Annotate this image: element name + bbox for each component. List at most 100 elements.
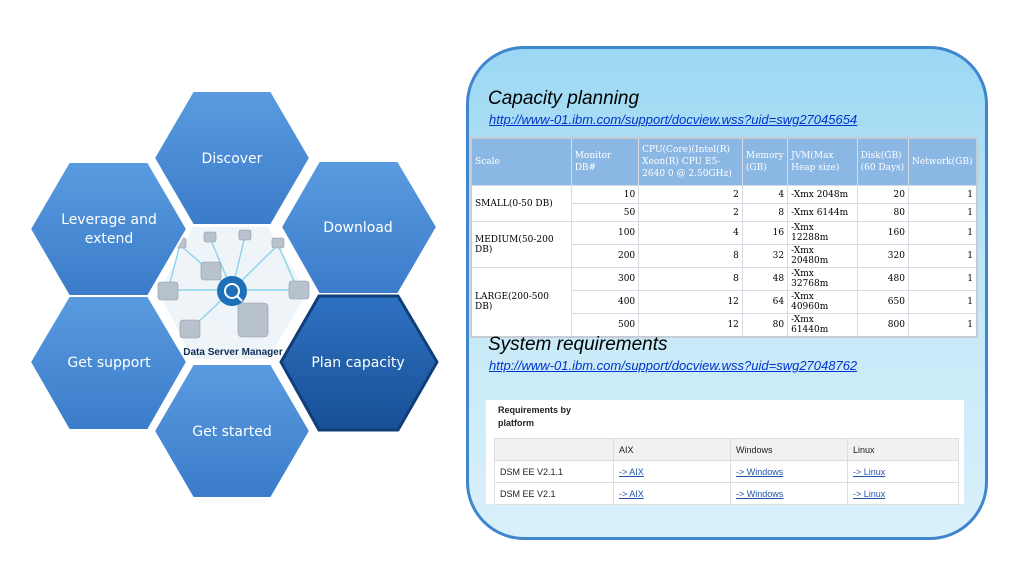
linux-cell: -> Linux (847, 460, 959, 483)
memory-cell: 8 (741, 203, 789, 222)
jvm-cell: -Xmx 12288m (787, 221, 858, 245)
system-requirements-link[interactable]: http://www-01.ibm.com/support/docview.ws… (489, 358, 858, 373)
network-cell: 1 (907, 313, 978, 338)
hex-get-support-label: Get support (67, 355, 151, 371)
aix-link[interactable]: -> AIX (619, 488, 644, 499)
hex-leverage-label-line2: extend (85, 231, 134, 247)
table-row: MEDIUM(50-200 DB) 100 4 16 -Xmx 12288m 1… (470, 221, 978, 268)
req-header-product (494, 438, 614, 461)
table-row: LARGE(200-500 DB) 300 8 48 -Xmx 32768m 4… (470, 267, 978, 338)
linux-link[interactable]: -> Linux (853, 466, 886, 477)
scale-cell: SMALL(0-50 DB) (470, 185, 572, 222)
windows-cell: -> Windows (730, 482, 848, 505)
requirements-header-row: AIX Windows Linux (494, 438, 959, 461)
cpu-cell: 8 (638, 244, 743, 268)
monitor-db-cell: 500 (570, 313, 640, 338)
cpu-cell: 2 (638, 203, 743, 222)
disk-cell: 800 (856, 313, 909, 338)
monitor-db-cell: 10 (570, 185, 640, 204)
network-cell: 1 (907, 290, 978, 314)
cpu-cell: 12 (638, 313, 743, 338)
windows-link[interactable]: -> Windows (736, 466, 784, 477)
table-row: 400 12 64 -Xmx 40960m 650 1 (471, 290, 978, 314)
capacity-table: Scale Monitor DB# CPU(Core)(Intel(R) Xeo… (470, 137, 978, 338)
jvm-cell: -Xmx 2048m (787, 185, 858, 204)
jvm-cell: -Xmx 20480m (787, 244, 858, 268)
memory-cell: 32 (741, 244, 789, 268)
table-row: DSM EE V2.1 -> AIX -> Windows -> Linux (494, 482, 959, 505)
requirements-title: Requirements by platform (498, 404, 571, 430)
memory-cell: 80 (741, 313, 789, 338)
jvm-cell: -Xmx 40960m (787, 290, 858, 314)
dsm-logo-icon (217, 276, 247, 306)
monitor-db-cell: 100 (570, 221, 640, 245)
cpu-cell: 2 (638, 185, 743, 204)
disk-cell: 480 (856, 267, 909, 291)
col-header-memory: Memory (GB) (741, 137, 789, 186)
hex-leverage-label-line1: Leverage and (61, 212, 157, 228)
aix-link[interactable]: -> AIX (619, 466, 644, 477)
network-cell: 1 (907, 203, 978, 222)
memory-cell: 16 (741, 221, 789, 245)
monitor-db-cell: 300 (570, 267, 640, 291)
hex-plan-capacity[interactable]: Plan capacity (279, 294, 439, 432)
col-header-monitor-db: Monitor DB# (570, 137, 640, 186)
data-server-manager-image: Data Server Manager (157, 227, 310, 359)
cpu-cell: 12 (638, 290, 743, 314)
jvm-cell: -Xmx 61440m (787, 313, 858, 338)
col-header-network: Network(GB) (907, 137, 978, 186)
scale-cell: MEDIUM(50-200 DB) (470, 221, 572, 268)
scale-cell: LARGE(200-500 DB) (470, 267, 572, 338)
hex-discover[interactable]: Discover (152, 90, 312, 226)
disk-cell: 20 (856, 185, 909, 204)
network-cell: 1 (907, 267, 978, 291)
monitor-db-cell: 400 (570, 290, 640, 314)
monitor-db-cell: 200 (570, 244, 640, 268)
center-label: Data Server Manager (183, 347, 283, 358)
product-cell: DSM EE V2.1 (494, 482, 614, 505)
hex-plan-capacity-label: Plan capacity (311, 355, 404, 371)
req-header-linux: Linux (847, 438, 959, 461)
cpu-cell: 8 (638, 267, 743, 291)
windows-link[interactable]: -> Windows (736, 488, 784, 499)
windows-cell: -> Windows (730, 460, 848, 483)
linux-cell: -> Linux (847, 482, 959, 505)
memory-cell: 48 (741, 267, 789, 291)
hex-leverage-and-extend[interactable]: Leverage and extend (28, 161, 189, 297)
table-row: DSM EE V2.1.1 -> AIX -> Windows -> Linux (494, 460, 959, 483)
hex-download[interactable]: Download (279, 160, 439, 295)
aix-cell: -> AIX (613, 482, 731, 505)
linux-link[interactable]: -> Linux (853, 488, 886, 499)
table-row: 500 12 80 -Xmx 61440m 800 1 (471, 313, 978, 338)
requirements-table: AIX Windows Linux DSM EE V2.1.1 -> AIX -… (494, 438, 959, 505)
hex-get-started-label: Get started (192, 424, 272, 440)
requirements-title-line1: Requirements by (498, 405, 572, 415)
requirements-title-line2: platform (498, 418, 534, 428)
req-header-windows: Windows (730, 438, 848, 461)
memory-cell: 64 (741, 290, 789, 314)
disk-cell: 80 (856, 203, 909, 222)
network-cell: 1 (907, 244, 978, 268)
col-header-scale: Scale (470, 137, 572, 186)
table-row: SMALL(0-50 DB) 10 2 4 -Xmx 2048m 20 1 (470, 185, 978, 222)
disk-cell: 650 (856, 290, 909, 314)
hex-get-support[interactable]: Get support (28, 295, 189, 431)
system-requirements-title: System requirements (488, 334, 668, 355)
hex-discover-label: Discover (202, 151, 263, 167)
col-header-jvm: JVM(Max Heap size) (787, 137, 858, 186)
col-header-cpu: CPU(Core)(Intel(R) Xeon(R) CPU E5-2640 0… (638, 137, 743, 186)
hexagon-menu: Data Server Manager Discover Download Le… (28, 90, 439, 499)
jvm-cell: -Xmx 32768m (787, 267, 858, 291)
disk-cell: 320 (856, 244, 909, 268)
monitor-db-cell: 50 (570, 203, 640, 222)
capacity-planning-link[interactable]: http://www-01.ibm.com/support/docview.ws… (489, 112, 858, 127)
memory-cell: 4 (741, 185, 789, 204)
jvm-cell: -Xmx 6144m (787, 203, 858, 222)
cpu-cell: 4 (638, 221, 743, 245)
hex-get-started[interactable]: Get started (152, 363, 312, 499)
product-cell: DSM EE V2.1.1 (494, 460, 614, 483)
aix-cell: -> AIX (613, 460, 731, 483)
disk-cell: 160 (856, 221, 909, 245)
network-cell: 1 (907, 221, 978, 245)
capacity-table-header-row: Scale Monitor DB# CPU(Core)(Intel(R) Xeo… (470, 137, 978, 186)
